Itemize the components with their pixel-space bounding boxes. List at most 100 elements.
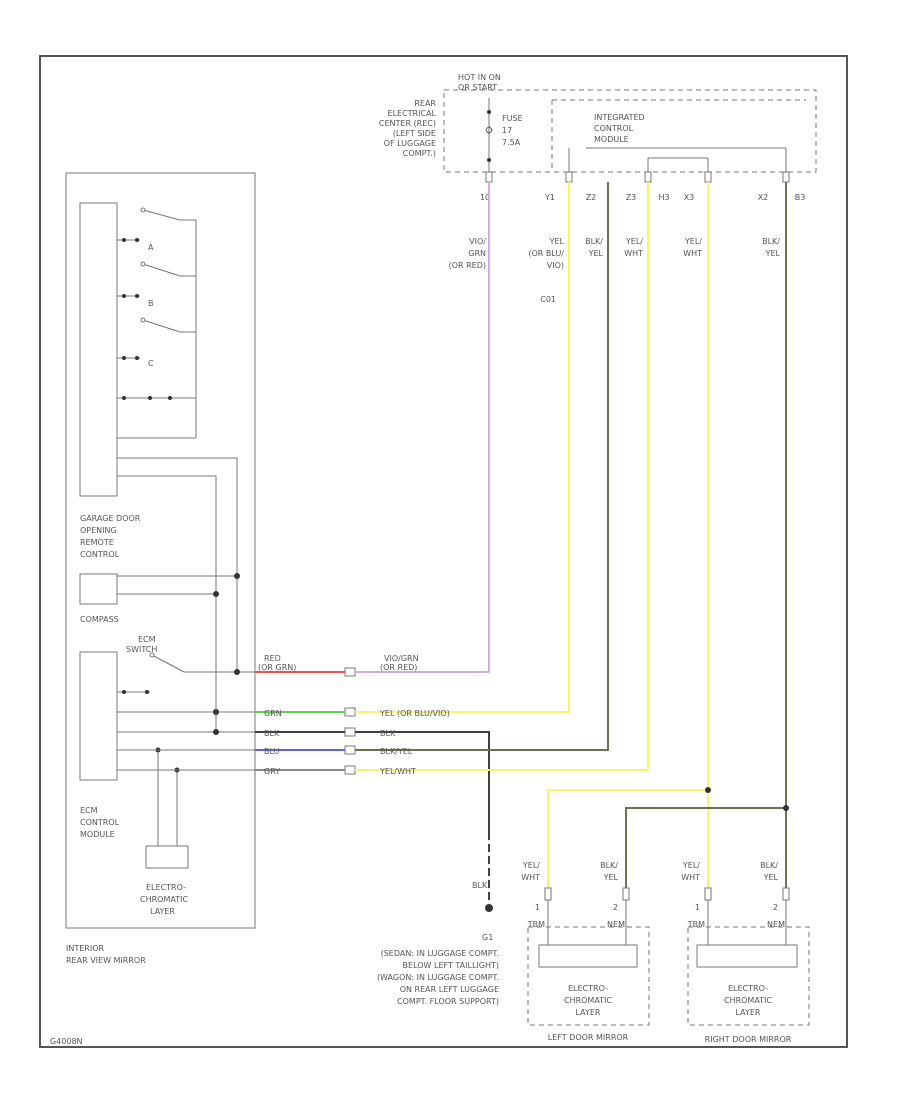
ecm-module-label: ECM CONTROL MODULE (80, 806, 120, 839)
wire-black-ground (355, 731, 490, 904)
svg-text:YEL/: YEL/ (625, 237, 643, 246)
svg-text:ELECTRICAL: ELECTRICAL (388, 109, 437, 118)
svg-text:TBM: TBM (527, 920, 545, 929)
svg-text:CHROMATIC: CHROMATIC (724, 996, 772, 1005)
svg-text:(OR RED): (OR RED) (449, 261, 486, 270)
svg-text:INTERIOR: INTERIOR (66, 944, 105, 953)
door-splice-1 (705, 787, 711, 793)
svg-text:ECM: ECM (138, 635, 156, 644)
splice-compass-1 (234, 573, 240, 579)
svg-text:1: 1 (695, 903, 700, 912)
interior-ec-layer (145, 747, 189, 869)
svg-text:CENTER (REC): CENTER (REC) (379, 119, 436, 128)
svg-text:10: 10 (480, 193, 490, 202)
svg-text:VIO/GRN: VIO/GRN (384, 654, 419, 663)
svg-text:MODULE: MODULE (594, 135, 629, 144)
svg-text:COMPT.): COMPT.) (403, 149, 436, 158)
ec-layer-label: ELECTRO- CHROMATIC LAYER (140, 883, 188, 916)
svg-text:CHROMATIC: CHROMATIC (140, 895, 188, 904)
svg-text:Y1: Y1 (544, 193, 555, 202)
svg-text:BLK: BLK (264, 729, 280, 738)
svg-text:TBM: TBM (687, 920, 705, 929)
svg-text:(OR GRN): (OR GRN) (258, 663, 296, 672)
svg-text:1: 1 (535, 903, 540, 912)
internal-harness (117, 669, 255, 771)
colored-wires (255, 182, 789, 904)
ground-g1: BLK G1 (472, 881, 493, 942)
svg-text:BLU: BLU (264, 747, 280, 756)
svg-text:2: 2 (613, 903, 618, 912)
svg-text:CONTROL: CONTROL (80, 818, 120, 827)
svg-text:(OR BLU/: (OR BLU/ (528, 249, 564, 258)
svg-text:17: 17 (502, 126, 512, 135)
splice-compass-2 (213, 591, 219, 597)
svg-text:COMPT. FLOOR SUPPORT): COMPT. FLOOR SUPPORT) (397, 997, 499, 1006)
svg-text:ELECTRO-: ELECTRO- (728, 984, 768, 993)
rec-icm-box (443, 89, 817, 173)
svg-text:B: B (148, 299, 154, 308)
svg-text:CHROMATIC: CHROMATIC (564, 996, 612, 1005)
svg-text:ELECTRO-: ELECTRO- (568, 984, 608, 993)
garage-door-switches (117, 207, 197, 439)
svg-text:GRN: GRN (468, 249, 486, 258)
svg-text:BLK: BLK (472, 881, 488, 890)
svg-text:BLK: BLK (380, 729, 396, 738)
footer-code: G4008N (50, 1037, 83, 1046)
svg-text:BLK/: BLK/ (600, 861, 618, 870)
ecm-switch-label: ECM SWITCH (126, 635, 157, 654)
svg-text:WHT: WHT (521, 873, 540, 882)
svg-text:BLK/YEL: BLK/YEL (380, 747, 413, 756)
svg-text:BLK/: BLK/ (762, 237, 780, 246)
svg-text:(WAGON: IN LUGGAGE COMPT.: (WAGON: IN LUGGAGE COMPT. (377, 973, 499, 982)
svg-text:CONTROL: CONTROL (594, 124, 634, 133)
svg-text:RED: RED (264, 654, 281, 663)
left-door-mirror (527, 887, 650, 1026)
svg-text:NEM: NEM (767, 920, 785, 929)
left-door-mirror-label: LEFT DOOR MIRROR (548, 1033, 629, 1042)
upper-wire-labels: VIO/ GRN (OR RED) YEL (OR BLU/ VIO) BLK/… (449, 237, 781, 304)
harness-right-labels: VIO/GRN (OR RED) YEL (OR BLU/VIO) BLK BL… (379, 654, 450, 776)
svg-text:A: A (148, 243, 154, 252)
svg-text:ON REAR LEFT LUGGAGE: ON REAR LEFT LUGGAGE (400, 985, 499, 994)
garage-remote-wires (117, 457, 238, 732)
svg-text:INTEGRATED: INTEGRATED (594, 113, 645, 122)
svg-text:YEL: YEL (763, 873, 779, 882)
right-door-mirror (687, 887, 810, 1026)
svg-text:7.5A: 7.5A (502, 138, 521, 147)
svg-text:(OR RED): (OR RED) (380, 663, 417, 672)
svg-text:OF LUGGAGE: OF LUGGAGE (384, 139, 436, 148)
svg-text:X3: X3 (684, 193, 695, 202)
svg-text:REAR VIEW MIRROR: REAR VIEW MIRROR (66, 956, 146, 965)
ecm-control-module (79, 651, 118, 781)
interior-mirror-label: INTERIOR REAR VIEW MIRROR (66, 944, 146, 965)
ground-location-label: (SEDAN: IN LUGGAGE COMPT. BELOW LEFT TAI… (377, 949, 499, 1006)
svg-text:BLK/: BLK/ (585, 237, 603, 246)
left-door-wire-labels: YEL/ WHT BLK/ YEL 1 2 TBM NEM (521, 861, 625, 929)
svg-text:REMOTE: REMOTE (80, 538, 114, 547)
svg-text:BLK/: BLK/ (760, 861, 778, 870)
svg-text:2: 2 (773, 903, 778, 912)
svg-text:ELECTRO-: ELECTRO- (146, 883, 186, 892)
svg-text:YEL (OR BLU/VIO): YEL (OR BLU/VIO) (379, 709, 450, 718)
svg-text:C: C (148, 359, 154, 368)
svg-text:FUSE: FUSE (502, 114, 523, 123)
svg-text:OPENING: OPENING (80, 526, 117, 535)
svg-text:SWITCH: SWITCH (126, 645, 157, 654)
wire-yellow-y1 (355, 182, 570, 713)
compass-label: COMPASS (80, 615, 119, 624)
svg-text:GRY: GRY (264, 767, 280, 776)
svg-text:BELOW LEFT TAILLIGHT): BELOW LEFT TAILLIGHT) (403, 961, 499, 970)
svg-text:NEM: NEM (607, 920, 625, 929)
svg-text:LAYER: LAYER (736, 1008, 761, 1017)
svg-text:YEL/WHT: YEL/WHT (379, 767, 416, 776)
fuse-location-label: REAR ELECTRICAL CENTER (REC) (LEFT SIDE … (379, 99, 437, 158)
svg-text:MODULE: MODULE (80, 830, 115, 839)
fuse-17: FUSE 17 7.5A (485, 98, 523, 178)
icm-pin-ticks (485, 171, 790, 183)
svg-text:REAR: REAR (414, 99, 436, 108)
svg-text:VIO): VIO) (547, 261, 564, 270)
garage-door-module (79, 202, 118, 497)
svg-text:WHT: WHT (624, 249, 643, 258)
svg-text:GRN: GRN (264, 709, 282, 718)
